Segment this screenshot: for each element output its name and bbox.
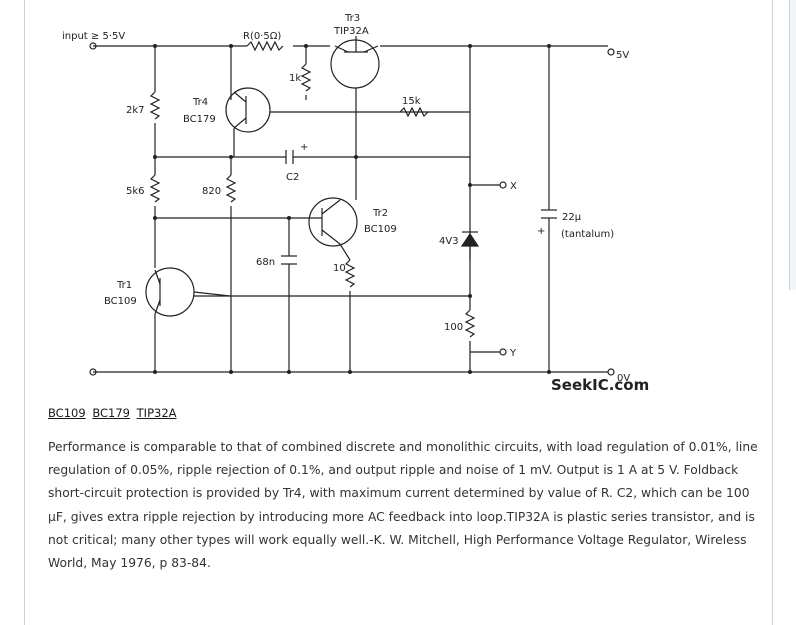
label-15k: 15k xyxy=(402,96,421,107)
label-cap-plus: + xyxy=(537,226,545,237)
label-tr1-part: BC109 xyxy=(104,296,137,307)
label-2k7: 2k7 xyxy=(126,105,145,116)
circuit-description: Performance is comparable to that of com… xyxy=(48,440,758,571)
link-tip32a[interactable]: TIP32A xyxy=(136,406,177,420)
content-left-border xyxy=(24,0,25,625)
label-1k: 1k xyxy=(289,73,301,84)
watermark-text: SeekIC.com xyxy=(551,376,649,394)
circuit-schematic-image: input ≥ 5·5V R(0·5Ω) Tr3 TIP32A 5V 1k Tr… xyxy=(40,0,680,400)
scrollbar[interactable] xyxy=(789,0,796,290)
link-bc179[interactable]: BC179 xyxy=(92,406,130,420)
label-input: input ≥ 5·5V xyxy=(62,31,125,42)
label-out-5v: 5V xyxy=(616,50,629,61)
label-tr3-part: TIP32A xyxy=(333,26,369,37)
label-68n: 68n xyxy=(256,257,275,268)
label-tr3: Tr3 xyxy=(344,13,360,24)
content-right-border xyxy=(772,0,773,625)
part-links: BC109 BC179 TIP32A xyxy=(48,406,180,420)
label-tantalum: (tantalum) xyxy=(561,229,614,240)
label-tr4-part: BC179 xyxy=(183,114,216,125)
label-5k6: 5k6 xyxy=(126,186,145,197)
label-0v: 0V xyxy=(617,373,630,384)
label-4v3: 4V3 xyxy=(439,236,459,247)
label-820: 820 xyxy=(202,186,221,197)
label-100: 100 xyxy=(444,322,463,333)
label-22u: 22μ xyxy=(562,212,582,223)
label-r: R(0·5Ω) xyxy=(243,31,281,42)
label-tr2: Tr2 xyxy=(372,208,388,219)
label-tr1: Tr1 xyxy=(116,280,132,291)
label-10: 10 xyxy=(333,263,346,274)
label-x: X xyxy=(510,181,517,192)
label-c2: C2 xyxy=(286,172,299,183)
label-tr2-part: BC109 xyxy=(364,224,397,235)
link-bc109[interactable]: BC109 xyxy=(48,406,86,420)
label-c2-plus: + xyxy=(300,142,308,153)
label-y: Y xyxy=(509,348,517,359)
label-tr4: Tr4 xyxy=(192,97,208,108)
